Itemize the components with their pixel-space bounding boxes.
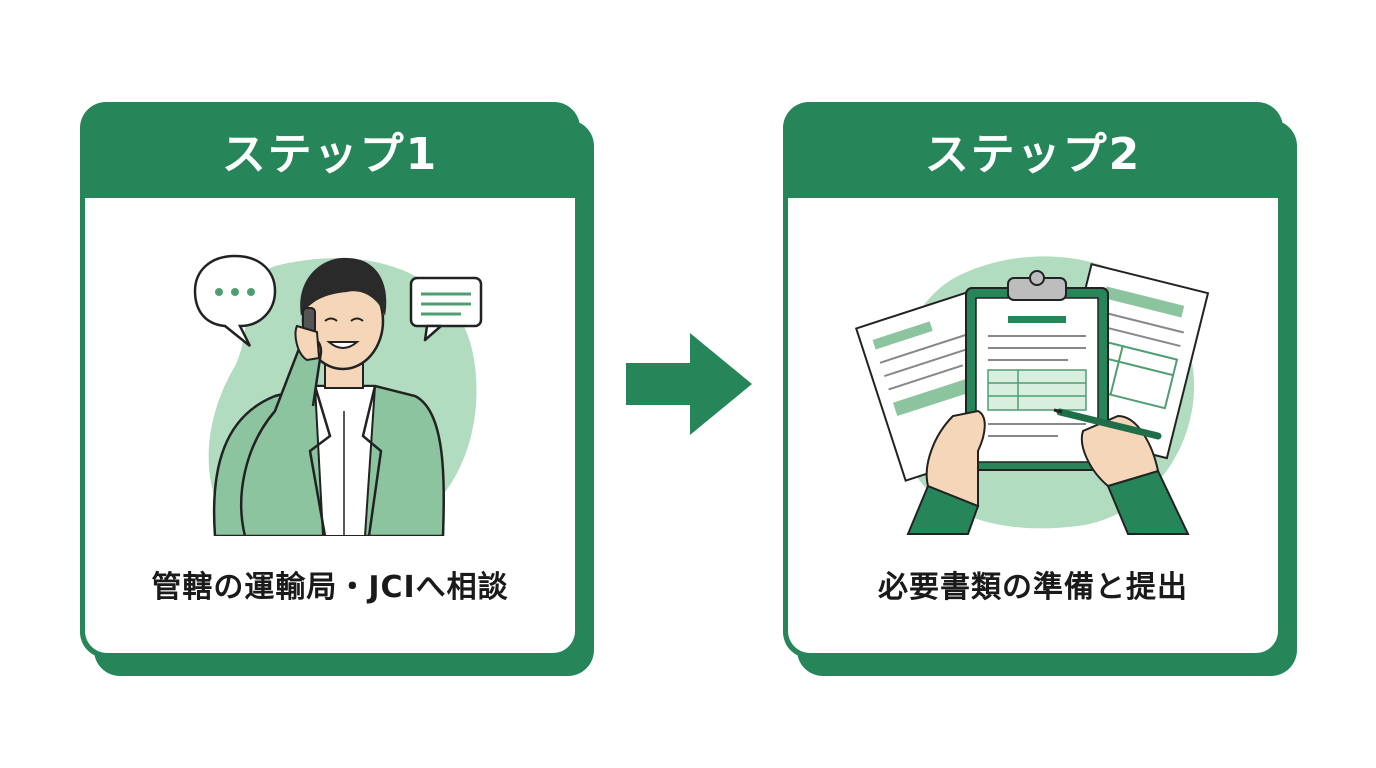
step-1-card: ステップ1 <box>80 102 594 676</box>
step-2-caption: 必要書類の準備と提出 <box>878 570 1188 605</box>
step-1-caption: 管轄の運輸局・JCIへ相談 <box>151 570 509 605</box>
card-frame: ステップ1 <box>80 102 580 658</box>
step-2-card: ステップ2 <box>783 102 1297 676</box>
documents-clipboard-icon <box>854 256 1210 535</box>
card-frame: ステップ2 <box>783 102 1283 658</box>
step-1-body: 管轄の運輸局・JCIへ相談 <box>85 198 575 653</box>
step-1-title: ステップ1 <box>221 129 439 180</box>
step-2-body: 必要書類の準備と提出 <box>788 198 1278 653</box>
arrow-right-icon <box>626 333 752 435</box>
person-phone-icon <box>193 254 483 536</box>
step-2-title: ステップ2 <box>924 129 1142 180</box>
